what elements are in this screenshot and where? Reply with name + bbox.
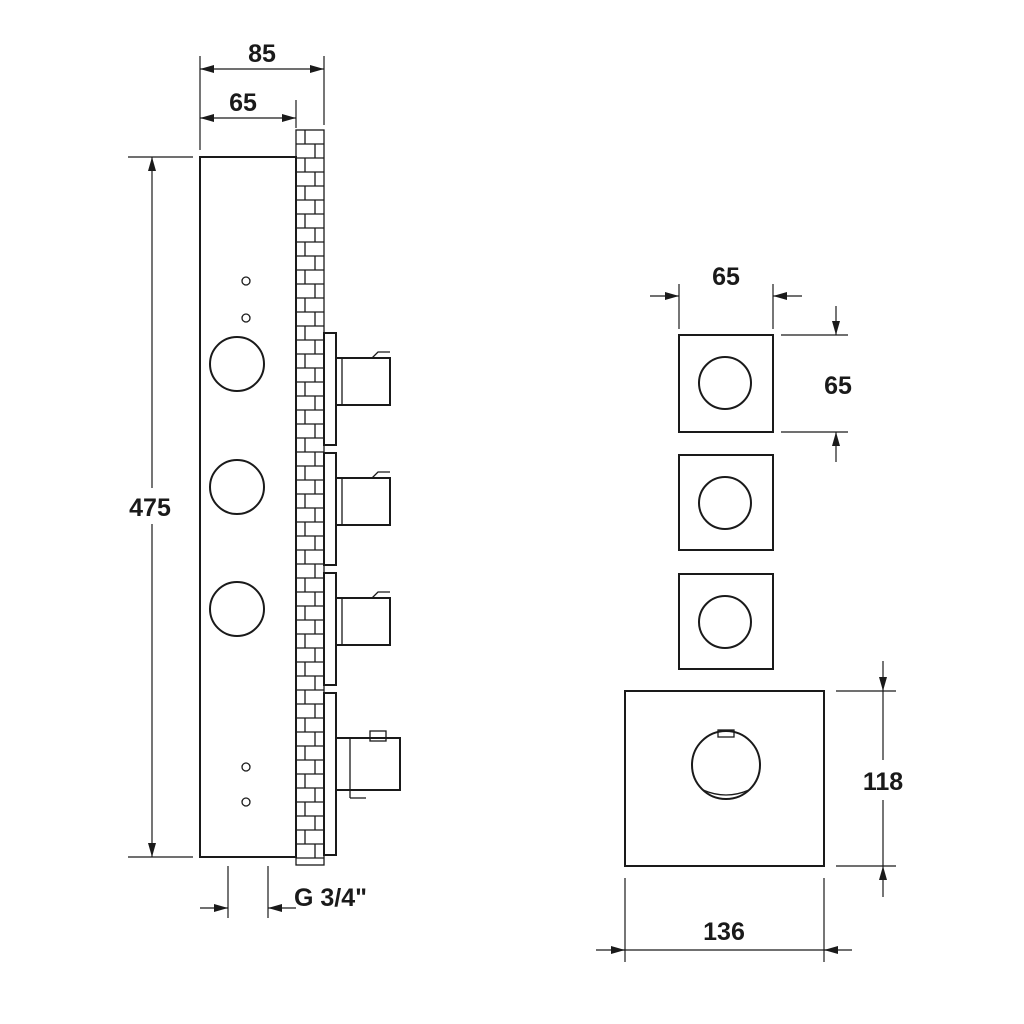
dim-label-65: 65 (229, 89, 257, 117)
knob-plate (678, 334, 774, 433)
dim-label-thread: G 3/4" (294, 884, 367, 912)
dim-label-knob-width: 65 (712, 263, 740, 291)
dimension-side-height: 475 (118, 156, 193, 858)
side-knob-outline (209, 581, 265, 637)
knob-plate (678, 454, 774, 551)
dimension-main-plate-width: 136 (596, 878, 852, 962)
knob-plate (678, 573, 774, 670)
indicator-dot (241, 762, 251, 772)
thermostatic-knob-notch (717, 729, 735, 738)
dimension-main-plate-height: 118 (836, 661, 914, 897)
dim-label-475: 475 (129, 494, 171, 522)
valve-body (323, 572, 391, 686)
dim-label-knob-height: 65 (824, 372, 852, 400)
dim-label-118: 118 (863, 768, 903, 796)
tile-wall-strip (295, 129, 325, 866)
thermostatic-valve-body (323, 692, 401, 856)
thermostatic-knob-rim (702, 789, 750, 796)
thermostatic-knob (691, 730, 761, 800)
thermostatic-plate (624, 690, 825, 867)
knob-circle (698, 595, 752, 649)
front-view: 65 65 118 136 (596, 263, 914, 962)
dimension-knob-plate-height: 65 (781, 306, 852, 462)
indicator-dot (241, 313, 251, 323)
indicator-dot (241, 276, 251, 286)
dimension-knob-plate-width: 65 (650, 263, 802, 329)
side-knob-outline (209, 336, 265, 392)
side-front-plate (199, 156, 297, 858)
side-view: 85 65 475 G 3/4" (118, 40, 401, 918)
dimension-side-total-depth: 85 (199, 40, 325, 150)
valve-body (323, 452, 391, 566)
dimension-side-plate-depth: 65 (200, 89, 297, 128)
indicator-dot (241, 797, 251, 807)
dim-label-136: 136 (703, 918, 745, 946)
side-knob-outline (209, 459, 265, 515)
knob-circle (698, 476, 752, 530)
valve-body (323, 332, 391, 446)
dimension-connection-thread: G 3/4" (200, 866, 367, 918)
knob-circle (698, 356, 752, 410)
dim-label-85: 85 (248, 40, 276, 68)
